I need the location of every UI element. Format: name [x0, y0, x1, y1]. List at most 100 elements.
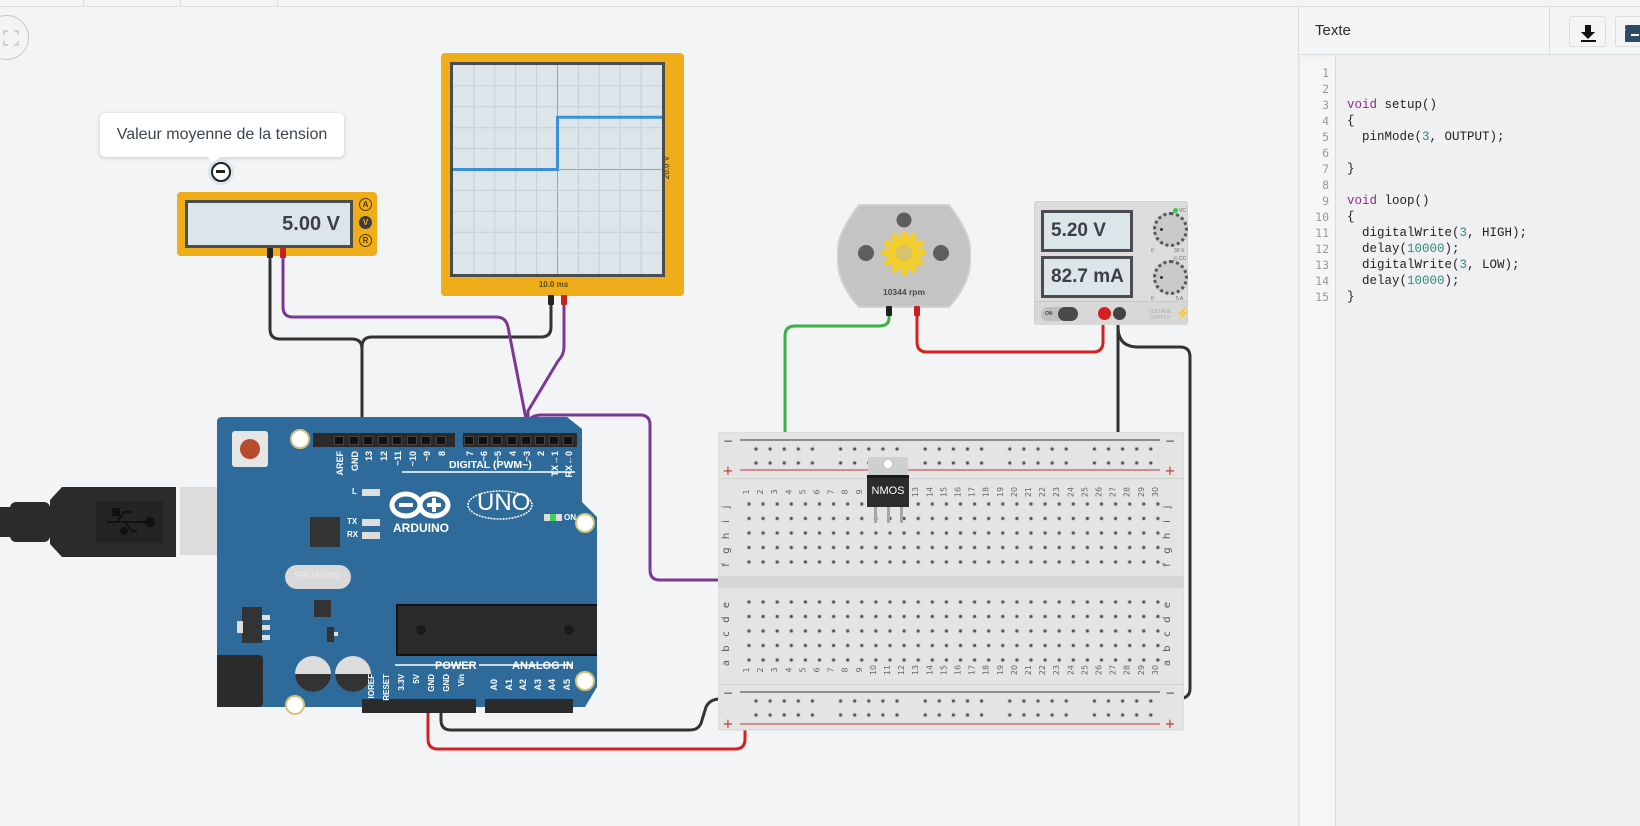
breadboard-hole[interactable] — [1099, 501, 1104, 507]
breadboard-hole[interactable] — [845, 643, 851, 648]
rail-hole[interactable] — [950, 712, 956, 718]
psu-terminal-positive[interactable] — [1098, 307, 1111, 320]
breadboard-hole[interactable] — [915, 501, 921, 507]
breadboard-hole[interactable] — [943, 530, 949, 536]
code-line[interactable] — [1347, 145, 1637, 161]
breadboard-hole[interactable] — [1056, 599, 1062, 605]
breadboard-hole[interactable] — [972, 628, 978, 634]
rail-hole[interactable] — [795, 446, 801, 452]
rail-hole[interactable] — [1063, 460, 1069, 466]
breadboard-hole[interactable] — [817, 614, 822, 619]
rail-hole[interactable] — [922, 712, 928, 718]
nmos-gate-pin[interactable] — [874, 507, 877, 523]
breadboard-hole[interactable] — [859, 501, 865, 507]
breadboard-hole[interactable] — [1028, 643, 1034, 648]
rail-hole[interactable] — [1134, 712, 1140, 718]
breadboard-hole[interactable] — [1113, 628, 1119, 634]
breadboard-hole[interactable] — [958, 516, 963, 521]
breadboard-hole[interactable] — [1000, 501, 1006, 507]
breadboard-hole[interactable] — [1014, 657, 1020, 663]
code-line[interactable]: void setup() — [1347, 98, 1438, 112]
rail-hole[interactable] — [1049, 698, 1055, 704]
rail-hole[interactable] — [753, 698, 759, 704]
breadboard-hole[interactable] — [1000, 657, 1006, 663]
rail-hole[interactable] — [753, 446, 759, 452]
breadboard-hole[interactable] — [1014, 559, 1020, 565]
breadboard-hole[interactable] — [986, 614, 992, 619]
breadboard-hole[interactable] — [915, 657, 921, 663]
rail-hole[interactable] — [1120, 712, 1126, 718]
breadboard-hole[interactable] — [1070, 657, 1076, 663]
rail-hole[interactable] — [781, 698, 787, 704]
breadboard-hole[interactable] — [760, 599, 766, 605]
breadboard-hole[interactable] — [746, 599, 752, 605]
digital-pin-~3[interactable] — [520, 436, 531, 445]
rail-hole[interactable] — [1049, 446, 1055, 452]
code-mode-title[interactable]: Texte — [1315, 22, 1351, 39]
breadboard-hole[interactable] — [1056, 657, 1062, 663]
breadboard-hole[interactable] — [859, 559, 865, 565]
digital-pin-2[interactable] — [535, 436, 545, 445]
breadboard-hole[interactable] — [817, 559, 822, 565]
breadboard-hole[interactable] — [802, 530, 808, 536]
breadboard-hole[interactable] — [1014, 545, 1020, 550]
rail-hole[interactable] — [1063, 446, 1069, 452]
rail-hole[interactable] — [1148, 712, 1154, 718]
breadboard-hole[interactable] — [972, 599, 978, 605]
rail-hole[interactable] — [965, 698, 970, 704]
breadboard-hole[interactable] — [802, 657, 808, 663]
breadboard-hole[interactable] — [1014, 599, 1020, 605]
rail-hole[interactable] — [767, 712, 773, 718]
breadboard-hole[interactable] — [901, 545, 907, 550]
breadboard-hole[interactable] — [746, 614, 752, 619]
breadboard-hole[interactable] — [802, 559, 808, 565]
breadboard-hole[interactable] — [1127, 501, 1133, 507]
digital-pin-RX←0[interactable] — [563, 436, 574, 445]
breadboard-hole[interactable] — [986, 599, 992, 605]
breadboard-hole[interactable] — [1042, 614, 1048, 619]
breadboard-hole[interactable] — [887, 559, 893, 565]
breadboard-hole[interactable] — [1084, 545, 1090, 550]
breadboard-hole[interactable] — [929, 559, 935, 565]
breadboard-hole[interactable] — [831, 628, 837, 634]
rail-hole[interactable] — [880, 698, 886, 704]
breadboard-hole[interactable] — [1141, 614, 1147, 619]
code-line[interactable]: void loop() — [1347, 194, 1430, 208]
breadboard-hole[interactable] — [760, 657, 766, 663]
breadboard-hole[interactable] — [859, 643, 865, 648]
breadboard-hole[interactable] — [1000, 530, 1006, 536]
digital-pin-7[interactable] — [464, 436, 474, 445]
breadboard-hole[interactable] — [760, 545, 766, 550]
breadboard-hole[interactable] — [887, 628, 893, 634]
breadboard-hole[interactable] — [915, 614, 921, 619]
breadboard-hole[interactable] — [788, 657, 794, 663]
breadboard-hole[interactable] — [1042, 530, 1048, 536]
dc-motor[interactable]: 10344 rpm — [835, 203, 973, 309]
breadboard-hole[interactable] — [1014, 501, 1020, 507]
breadboard-hole[interactable] — [943, 628, 949, 634]
oscilloscope[interactable]: 10.0 ms 20.0 V — [441, 53, 684, 296]
fit-to-view-button[interactable] — [0, 15, 29, 60]
breadboard-hole[interactable] — [1000, 516, 1006, 521]
breadboard-hole[interactable] — [1014, 516, 1020, 521]
rail-hole[interactable] — [1063, 698, 1069, 704]
breadboard-hole[interactable] — [802, 643, 808, 648]
breadboard-hole[interactable] — [831, 530, 837, 536]
code-line[interactable]: { — [1347, 210, 1355, 224]
rail-hole[interactable] — [1035, 712, 1041, 718]
breadboard-hole[interactable] — [1000, 559, 1006, 565]
breadboard-hole[interactable] — [1042, 545, 1048, 550]
breadboard-hole[interactable] — [1127, 516, 1133, 521]
breadboard-hole[interactable] — [1141, 599, 1147, 605]
breadboard-hole[interactable] — [1113, 559, 1119, 565]
breadboard-hole[interactable] — [887, 614, 893, 619]
breadboard-hole[interactable] — [1099, 530, 1104, 536]
breadboard-hole[interactable] — [788, 501, 794, 507]
breadboard-hole[interactable] — [901, 628, 907, 634]
rail-hole[interactable] — [880, 446, 886, 452]
psu-current-knob[interactable] — [1153, 260, 1188, 295]
rail-hole[interactable] — [781, 460, 787, 466]
breadboard-hole[interactable] — [1099, 628, 1104, 634]
breadboard-hole[interactable] — [1042, 599, 1048, 605]
breadboard-hole[interactable] — [1056, 530, 1062, 536]
